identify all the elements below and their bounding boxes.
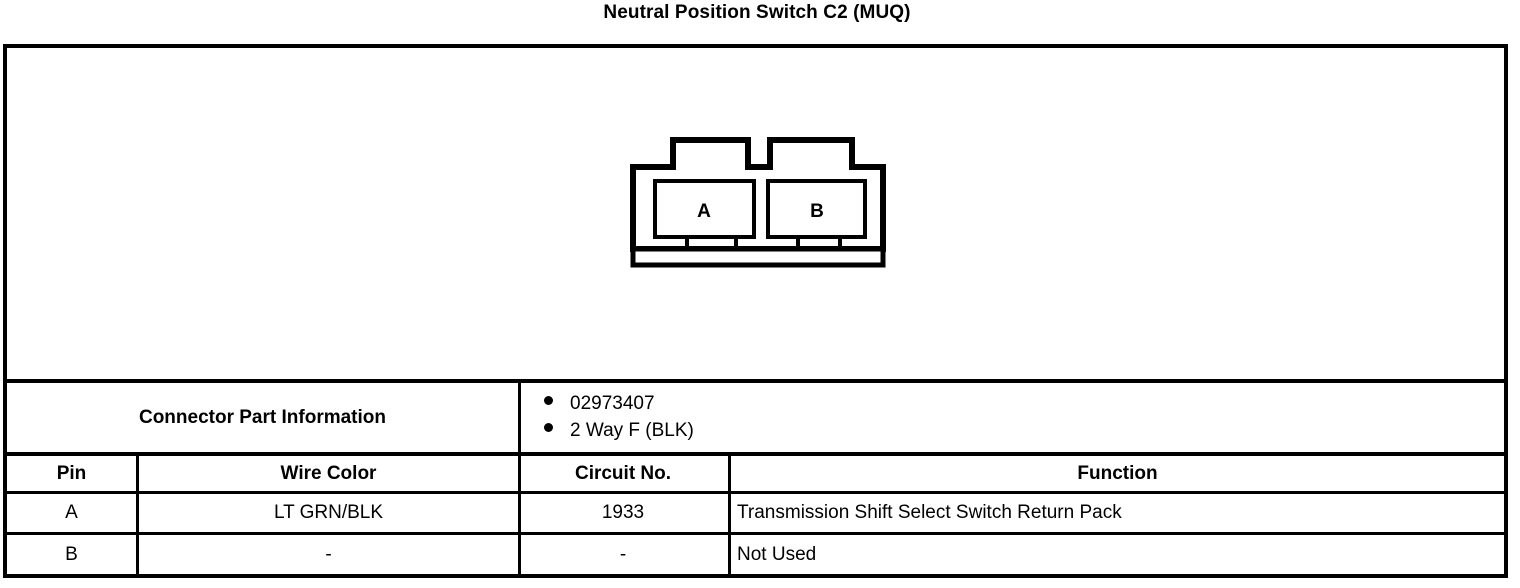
bullet-icon [544, 423, 553, 432]
cell-wire-color: LT GRN/BLK [273, 502, 384, 523]
cell-circuit-no: - [619, 543, 627, 565]
column-header-pin: Pin [56, 462, 87, 484]
part-description-text: 2 Way F (BLK) [570, 420, 694, 441]
connector-part-information-values: 02973407 2 Way F (BLK) [521, 383, 1504, 452]
part-info-item: 2 Way F (BLK) [544, 417, 1504, 444]
pin-table-header-row: Pin Wire Color Circuit No. Function [7, 456, 1504, 494]
table-row: A LT GRN/BLK 1933 Transmission Shift Sel… [7, 494, 1504, 535]
column-header-wire-color: Wire Color [280, 462, 377, 484]
column-divider-2 [518, 456, 521, 491]
cavity-a-label: A [697, 201, 711, 222]
cell-function: Not Used [737, 543, 817, 565]
connector-illustration: A B [630, 137, 886, 268]
column-divider-1 [136, 494, 139, 532]
column-divider-3 [728, 456, 731, 491]
part-info-column-divider [518, 383, 521, 452]
cavity-a-box [653, 179, 756, 239]
column-header-function: Function [1077, 462, 1158, 484]
part-number-text: 02973407 [570, 393, 655, 414]
pin-table: Pin Wire Color Circuit No. Function A LT… [7, 452, 1504, 574]
connector-part-information-row: Connector Part Information 02973407 2 Wa… [7, 379, 1504, 452]
cell-circuit-no: 1933 [601, 502, 645, 523]
column-divider-1 [136, 535, 139, 574]
column-header-circuit-no: Circuit No. [574, 462, 672, 484]
connector-diagram-area: A B [7, 48, 1504, 375]
connector-base-bar [630, 246, 886, 268]
cell-wire-color: - [325, 543, 332, 565]
cavity-b-label: B [810, 201, 824, 222]
page-title: Neutral Position Switch C2 (MUQ) [603, 2, 911, 23]
column-divider-2 [518, 535, 521, 574]
table-row: B - - Not Used [7, 535, 1504, 574]
cell-pin: A [65, 502, 78, 523]
column-divider-1 [136, 456, 139, 491]
column-divider-3 [728, 535, 731, 574]
column-divider-3 [728, 494, 731, 532]
cavity-b-box [766, 179, 867, 239]
connector-detail-frame: A B Connector Part Information 02973407 … [3, 44, 1508, 578]
column-divider-2 [518, 494, 521, 532]
cell-pin: B [65, 543, 78, 565]
part-info-item: 02973407 [544, 390, 1504, 417]
cell-function: Transmission Shift Select Switch Return … [737, 502, 1122, 523]
connector-part-information-label: Connector Part Information [138, 406, 386, 428]
bullet-icon [544, 396, 553, 405]
